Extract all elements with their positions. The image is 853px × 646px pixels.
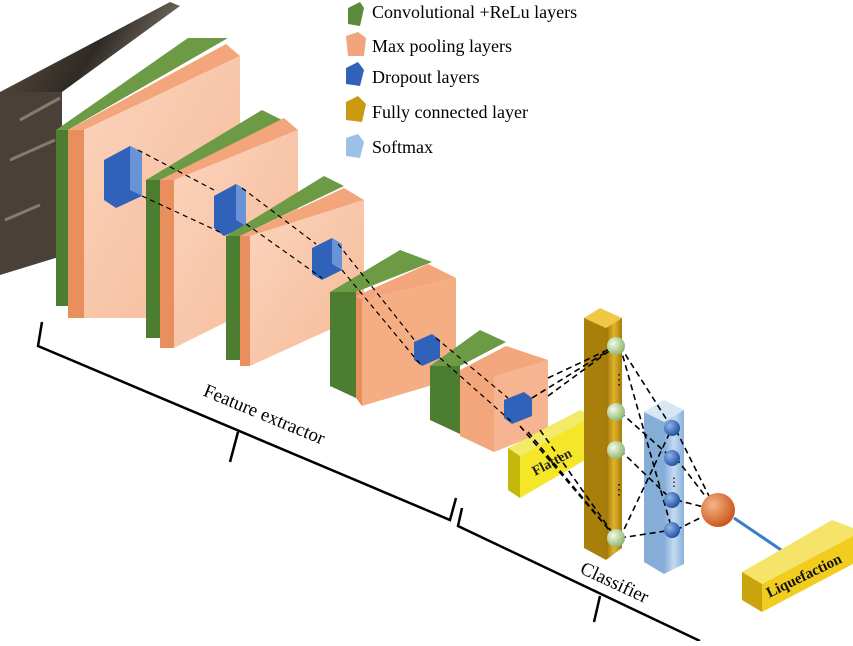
legend-item-conv: Convolutional +ReLu layers	[348, 2, 577, 26]
pool-layer	[240, 236, 250, 366]
sphere-neuron-icon	[664, 420, 680, 436]
output-neuron-icon	[701, 493, 735, 527]
fc-swatch-icon	[346, 96, 366, 122]
legend-label: Softmax	[372, 137, 433, 157]
sphere-neuron-icon	[607, 441, 625, 459]
block-5	[430, 330, 548, 452]
legend: Convolutional +ReLu layers Max pooling l…	[346, 2, 577, 158]
svg-text:⋮: ⋮	[668, 475, 680, 489]
output-node	[701, 493, 791, 558]
legend-item-softmax: Softmax	[346, 134, 433, 158]
sphere-neuron-icon	[664, 450, 680, 466]
satellite-image-icon	[0, 2, 180, 275]
sphere-neuron-icon	[664, 492, 680, 508]
softmax-neurons: ⋮	[664, 420, 680, 538]
pool-layer	[356, 292, 362, 406]
dropout-layer	[214, 184, 246, 236]
pool-layer	[160, 180, 174, 348]
feature-extractor-label: Feature extractor	[200, 380, 328, 449]
conv-layer	[226, 236, 240, 360]
sphere-neuron-icon	[607, 403, 625, 421]
conv-layer	[56, 130, 68, 306]
dropout-swatch-icon	[346, 62, 364, 86]
legend-label: Fully connected layer	[372, 102, 528, 122]
classifier-connections	[519, 345, 717, 539]
legend-label: Max pooling layers	[372, 36, 512, 56]
svg-text:⋮: ⋮	[612, 373, 626, 388]
dropout-layer	[104, 146, 142, 208]
sphere-neuron-icon	[664, 522, 680, 538]
conv-layer	[330, 292, 356, 398]
legend-item-dropout: Dropout layers	[346, 62, 479, 87]
legend-item-fc: Fully connected layer	[346, 96, 528, 122]
fc-neurons: ⋮ ⋮	[607, 337, 626, 547]
legend-label: Dropout layers	[372, 67, 479, 87]
input-image	[0, 2, 180, 275]
sphere-neuron-icon	[607, 337, 625, 355]
dropout-layer	[504, 392, 532, 424]
sphere-neuron-icon	[607, 529, 625, 547]
conv-swatch-icon	[348, 2, 364, 26]
pool-layer	[68, 130, 84, 318]
softmax-swatch-icon	[346, 134, 364, 158]
legend-label: Convolutional +ReLu layers	[372, 2, 577, 22]
pool-swatch-icon	[346, 32, 366, 56]
legend-item-pool: Max pooling layers	[346, 32, 512, 56]
dropout-layer	[414, 334, 440, 366]
conv-layer	[146, 180, 160, 338]
dropout-connections	[137, 149, 513, 423]
svg-text:⋮: ⋮	[612, 483, 626, 498]
conv-layer	[430, 366, 460, 434]
